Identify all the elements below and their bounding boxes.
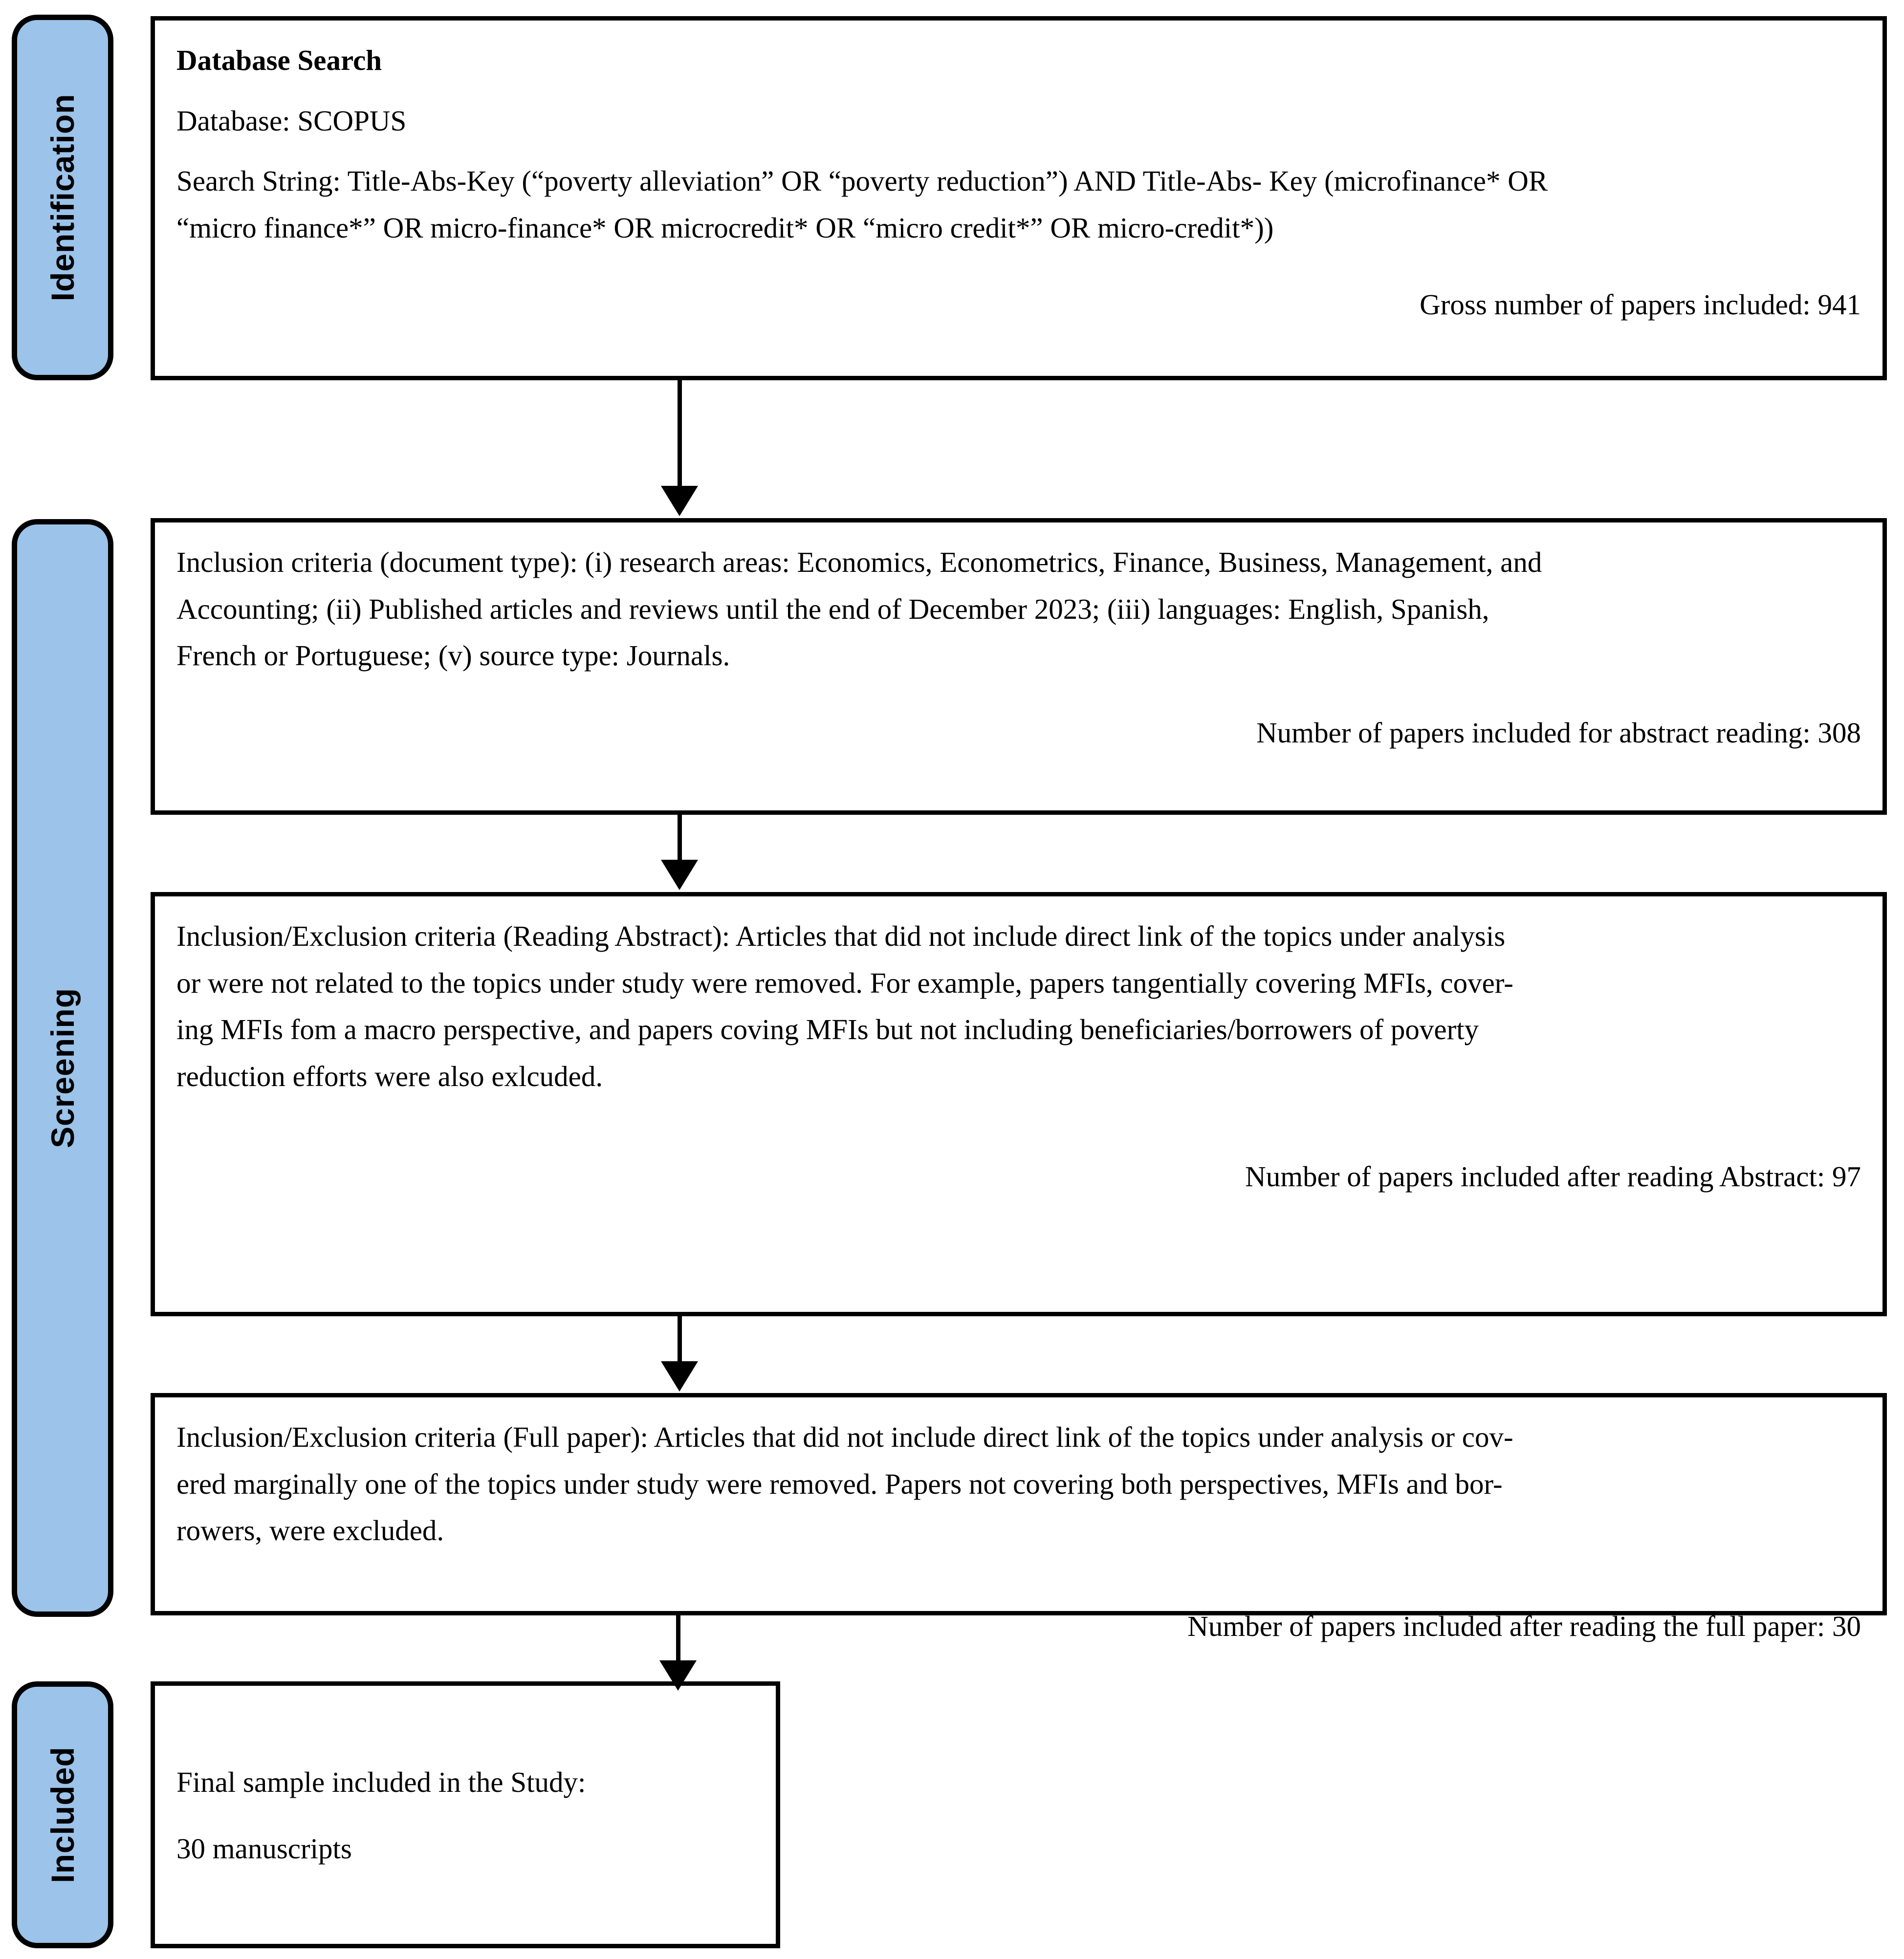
final-sample-count: 30 manuscripts bbox=[176, 1832, 352, 1865]
box-final-sample: Final sample included in the Study: 30 m… bbox=[151, 1681, 780, 1948]
stage-label-identification: Identification bbox=[44, 93, 81, 302]
arrow-head-icon bbox=[661, 860, 698, 890]
full-paper-criteria-line-2: ered marginally one of the topics under … bbox=[176, 1467, 1503, 1500]
full-paper-criteria-line-3: rowers, were excluded. bbox=[176, 1514, 444, 1547]
after-full-paper-count: Number of papers included after reading … bbox=[1187, 1610, 1861, 1642]
abstract-criteria-line-4: reduction efforts were also exlcuded. bbox=[176, 1060, 603, 1092]
arrow-stem bbox=[678, 1316, 682, 1363]
inclusion-criteria-line-1: Inclusion criteria (document type): (i) … bbox=[176, 546, 1542, 578]
after-abstract-count: Number of papers included after reading … bbox=[1245, 1160, 1861, 1193]
arrow-head-icon bbox=[659, 1660, 697, 1691]
box-database-search: Database Search Database: SCOPUS Search … bbox=[151, 16, 1887, 380]
spacer bbox=[176, 84, 1861, 98]
database-name-line: Database: SCOPUS bbox=[176, 104, 407, 137]
final-sample-label: Final sample included in the Study: bbox=[176, 1766, 586, 1798]
abstract-criteria-line-2: or were not related to the topics under … bbox=[176, 966, 1513, 999]
arrow-head-icon bbox=[661, 486, 698, 516]
search-string-line-2: “micro finance*” OR micro-finance* OR mi… bbox=[176, 211, 1274, 244]
inclusion-criteria-line-3: French or Portuguese; (v) source type: J… bbox=[176, 639, 730, 672]
spacer bbox=[176, 144, 1861, 158]
arrow-head-icon bbox=[661, 1361, 698, 1392]
abstract-criteria-line-3: ing MFIs fom a macro perspective, and pa… bbox=[176, 1013, 1479, 1046]
arrow-stem bbox=[678, 380, 682, 488]
search-string-line-1: Search String: Title-Abs-Key (“poverty a… bbox=[176, 165, 1548, 197]
stage-bar-screening: Screening bbox=[12, 519, 113, 1617]
stage-bar-identification: Identification bbox=[12, 15, 113, 380]
arrow-stem bbox=[676, 1615, 680, 1662]
database-search-heading: Database Search bbox=[176, 44, 382, 76]
stage-label-included: Included bbox=[44, 1746, 81, 1883]
full-paper-criteria-line-1: Inclusion/Exclusion criteria (Full paper… bbox=[176, 1421, 1513, 1453]
gross-papers-count: Gross number of papers included: 941 bbox=[1420, 288, 1861, 321]
inclusion-criteria-line-2: Accounting; (ii) Published articles and … bbox=[176, 592, 1489, 625]
box-inclusion-criteria-document-type: Inclusion criteria (document type): (i) … bbox=[151, 518, 1887, 815]
arrow-stem bbox=[678, 815, 682, 862]
box-inclusion-exclusion-full-paper: Inclusion/Exclusion criteria (Full paper… bbox=[151, 1393, 1887, 1642]
stage-bar-included: Included bbox=[12, 1681, 113, 1948]
spacer bbox=[176, 251, 1861, 282]
stage-label-screening: Screening bbox=[44, 987, 81, 1149]
abstract-criteria-line-1: Inclusion/Exclusion criteria (Reading Ab… bbox=[176, 920, 1506, 952]
abstract-reading-count: Number of papers included for abstract r… bbox=[1256, 716, 1861, 749]
box-inclusion-exclusion-reading-abstract: Inclusion/Exclusion criteria (Reading Ab… bbox=[151, 892, 1887, 1316]
